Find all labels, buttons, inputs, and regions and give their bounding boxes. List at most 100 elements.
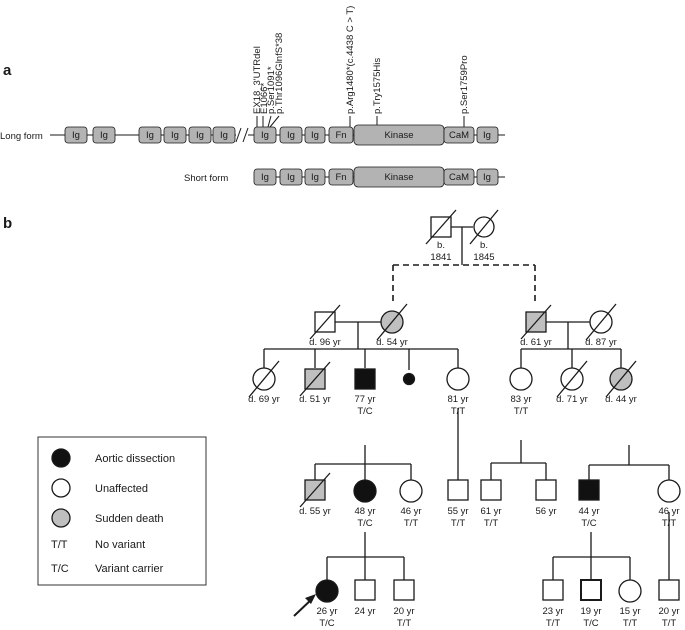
svg-text:T/T: T/T [451,518,465,529]
pedigree-person: 46 yr T/T [657,479,681,529]
svg-text:Ig: Ig [72,130,80,141]
pedigree-person: d. 61 yr [520,304,552,348]
svg-text:44 yr: 44 yr [578,506,599,517]
legend-unaffected-symbol [51,478,71,498]
svg-text:Ig: Ig [220,130,228,141]
svg-text:Kinase: Kinase [384,172,413,183]
pedigree-person: 26 yr T/C [315,579,339,629]
variant-label: p.Ser1091* [266,66,277,114]
pedigree-person: d. 54 yr [376,303,408,348]
pedigree-person: 20 yr T/T [393,579,415,629]
pedigree-person: 61 yr T/T [480,479,502,529]
legend-tc-desc: Variant carrier [95,563,164,575]
ig-domain: Ig [253,126,277,144]
svg-text:77 yr: 77 yr [354,394,375,405]
pedigree-person: b. 1845 [469,209,499,263]
svg-text:Ig: Ig [483,172,491,183]
svg-text:CaM: CaM [449,172,469,183]
long-form-label: Long form [0,131,43,142]
fn-domain: Fn [328,168,354,186]
svg-text:Ig: Ig [311,130,319,141]
kinase-domain: Kinase [353,166,445,188]
legend-affected-symbol [51,448,71,468]
ig-domain: Ig [304,168,326,186]
panel-label-b: b [3,215,12,232]
variant-markers [256,115,465,128]
svg-text:23 yr: 23 yr [542,606,563,617]
ig-domain: Ig [92,126,116,144]
svg-text:T/C: T/C [319,618,334,629]
variant-label: p.Thr1096GlnfS*38 [274,33,285,114]
svg-text:d. 71 yr: d. 71 yr [556,394,588,405]
pedigree-person: 15 yr T/T [618,579,642,629]
ig-domain: Ig [212,126,236,144]
variant-label: p.Ser1759Pro [459,55,470,114]
svg-text:46 yr: 46 yr [658,506,679,517]
svg-text:Ig: Ig [146,130,154,141]
svg-text:56 yr: 56 yr [535,506,556,517]
panel-label-a: a [3,62,12,79]
svg-text:Ig: Ig [261,130,269,141]
svg-text:26 yr: 26 yr [316,606,337,617]
svg-text:T/T: T/T [546,618,560,629]
pedigree-person: 23 yr T/T [542,579,564,629]
variant-label: EX18_3'UTRdel [252,46,263,114]
ig-domain: Ig [138,126,162,144]
svg-text:T/T: T/T [662,518,676,529]
svg-text:T/C: T/C [357,518,372,529]
variant-label: E1066* [259,83,270,114]
pedigree-person: d. 51 yr [299,361,331,405]
svg-text:T/T: T/T [397,618,411,629]
svg-text:20 yr: 20 yr [658,606,679,617]
legend-tt-desc: No variant [95,539,145,551]
legend-sudden-label: Sudden death [95,513,164,525]
pedigree-person: b. 1841 [425,209,457,263]
svg-text:61 yr: 61 yr [480,506,501,517]
ig-domain: Ig [163,126,187,144]
svg-text:b.: b. [480,240,488,251]
legend-sudden-symbol [51,508,71,528]
ig-domain: Ig [64,126,88,144]
svg-text:Ig: Ig [171,130,179,141]
ig-domain: Ig [188,126,212,144]
svg-text:b.: b. [437,240,445,251]
svg-text:81 yr: 81 yr [447,394,468,405]
svg-text:T/C: T/C [583,618,598,629]
fn-domain: Fn [328,126,354,144]
svg-text:d. 87 yr: d. 87 yr [585,337,617,348]
svg-text:15 yr: 15 yr [619,606,640,617]
legend: Aortic dissection Unaffected Sudden deat… [37,436,207,586]
ig-domain: Ig [279,168,303,186]
pedigree-person: 48 yr T/C [353,479,377,529]
svg-text:T/C: T/C [357,406,372,417]
ig-domain: Ig [304,126,326,144]
svg-text:d. 54 yr: d. 54 yr [376,337,408,348]
kinase-domain: Kinase [353,124,445,146]
pedigree-lines [263,226,670,580]
pedigree-person [402,372,416,386]
pedigree-person: 19 yr T/C [580,579,602,629]
ig-domain: Ig [476,126,499,144]
proband-arrow [293,594,316,617]
svg-text:d. 61 yr: d. 61 yr [520,337,552,348]
pedigree-person: 81 yr T/T [446,367,470,417]
svg-text:Ig: Ig [311,172,319,183]
ig-domain: Ig [279,126,303,144]
legend-tc-key: T/C [51,563,69,575]
svg-text:24 yr: 24 yr [354,606,375,617]
svg-text:1845: 1845 [473,252,494,263]
svg-text:46 yr: 46 yr [400,506,421,517]
svg-text:Fn: Fn [335,172,346,183]
pedigree-person: 56 yr [535,479,557,517]
svg-text:Ig: Ig [196,130,204,141]
legend-unaffected-label: Unaffected [95,483,148,495]
pedigree-person: 20 yr T/T [658,579,680,629]
svg-text:83 yr: 83 yr [510,394,531,405]
svg-text:T/T: T/T [623,618,637,629]
svg-text:d. 51 yr: d. 51 yr [299,394,331,405]
long-form-break [235,127,249,143]
pedigree-person: d. 96 yr [309,304,341,348]
pedigree-person: d. 71 yr [556,360,588,405]
short-form-domains: Ig Ig Ig Fn Kinase CaM Ig [253,166,499,188]
